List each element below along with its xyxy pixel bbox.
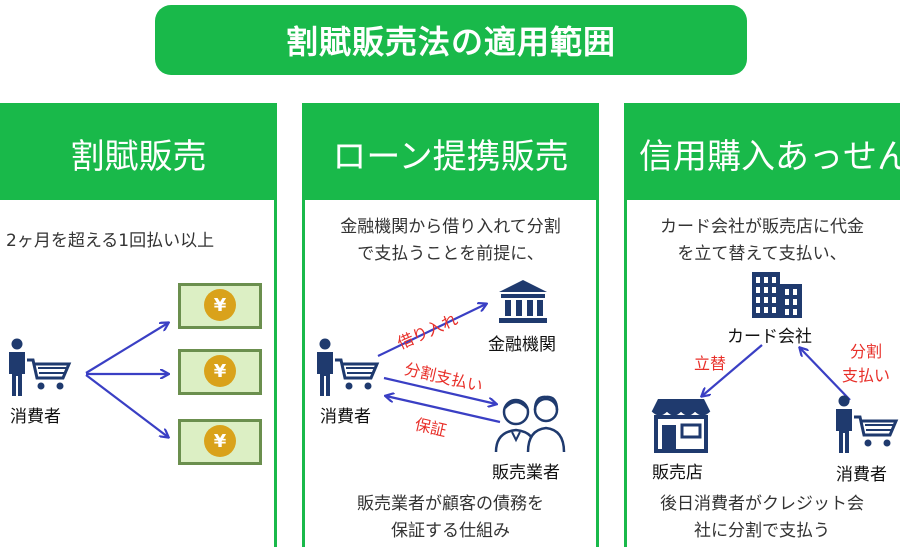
panel-heading: 割賦販売 bbox=[0, 106, 274, 200]
bank-label: 金融機関 bbox=[488, 335, 556, 355]
arrow-label-installment: 分割 支払い bbox=[842, 342, 891, 385]
banknote-icon: ¥ bbox=[178, 419, 262, 465]
store-label: 販売店 bbox=[652, 463, 703, 483]
consumer-with-cart-icon bbox=[9, 338, 72, 396]
sales-staff-icon bbox=[494, 395, 566, 453]
office-building-icon bbox=[752, 272, 802, 318]
card-company-label: カード会社 bbox=[727, 327, 812, 347]
yen-coin-icon: ¥ bbox=[204, 355, 236, 387]
consumer-label: 消費者 bbox=[10, 407, 61, 427]
panel-credit-purchase-mediation: 信用購入あっせん カード会社が販売店に代金 を立て替えて支払い、 後日消費者がク… bbox=[624, 103, 900, 547]
yen-coin-icon: ¥ bbox=[204, 289, 236, 321]
panel-heading: 信用購入あっせん bbox=[627, 106, 900, 200]
panel-footer-note: 販売業者が顧客の債務を 保証する仕組み bbox=[357, 494, 544, 541]
store-icon bbox=[651, 399, 711, 453]
arrow-label-advance: 立替 bbox=[694, 354, 727, 373]
panel-footer-note: 後日消費者がクレジット会 社に分割で支払う bbox=[660, 494, 864, 541]
panel-heading: ローン提携販売 bbox=[305, 106, 596, 200]
bank-building-icon bbox=[499, 280, 547, 323]
yen-coin-icon: ¥ bbox=[204, 425, 236, 457]
seller-label: 販売業者 bbox=[492, 463, 560, 483]
consumer-with-cart-icon bbox=[836, 395, 899, 453]
panel-description: 2ヶ月を超える1回払い以上 bbox=[6, 231, 215, 251]
page-title: 割賦販売法の適用範囲 bbox=[155, 5, 747, 75]
panel-description: 金融機関から借り入れて分割 で支払うことを前提に、 bbox=[340, 217, 561, 264]
consumer-label: 消費者 bbox=[836, 465, 887, 485]
panel-description: カード会社が販売店に代金 を立て替えて支払い、 bbox=[660, 217, 864, 264]
banknote-icon: ¥ bbox=[178, 349, 262, 395]
banknote-icon: ¥ bbox=[178, 283, 262, 329]
consumer-with-cart-icon bbox=[317, 338, 380, 396]
consumer-label: 消費者 bbox=[320, 407, 371, 427]
